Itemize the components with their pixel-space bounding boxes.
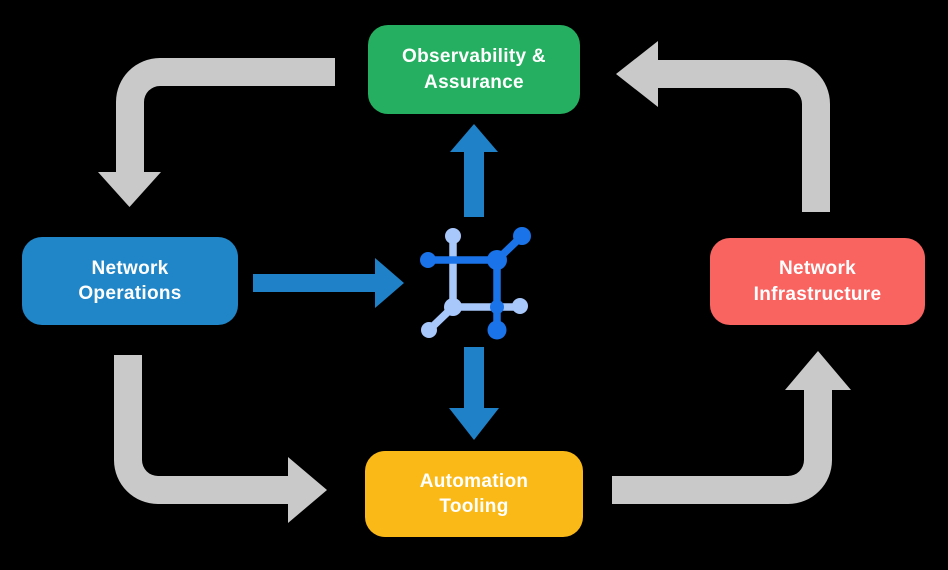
arrow-center-to-automation-tooling: [449, 347, 499, 440]
node-automation-tooling: Automation Tooling: [365, 451, 583, 537]
arrow-network-operations-to-center: [253, 258, 404, 308]
node-network-operations: Network Operations: [22, 237, 238, 325]
arrow-network-infrastructure-to-observability: [616, 41, 830, 212]
node-label-automation-tooling: Automation Tooling: [419, 470, 529, 517]
node-label-network-operations: Network Operations: [78, 257, 182, 304]
network-mesh-icon-dark-node: [513, 227, 531, 245]
arrow-automation-tooling-to-network-infrastructure: [612, 351, 851, 504]
node-network-infrastructure: Network Infrastructure: [710, 238, 925, 325]
node-label-network-infrastructure: Network Infrastructure: [753, 258, 882, 305]
arrow-observability-to-network-operations: [98, 58, 335, 207]
network-mesh-icon-light-node: [445, 228, 461, 244]
network-mesh-icon-dark-node: [420, 252, 436, 268]
arrow-center-to-observability: [450, 124, 498, 217]
node-label-observability-assurance: Observability & Assurance: [402, 46, 546, 93]
network-mesh-icon-dark-node: [487, 320, 507, 340]
network-mesh-icon-light-node: [512, 298, 528, 314]
arrow-network-operations-to-automation-tooling: [114, 355, 327, 523]
network-mesh-icon-dark-junction: [487, 250, 507, 270]
network-mesh-icon-light-junction: [444, 298, 462, 316]
node-observability-assurance: Observability & Assurance: [368, 25, 580, 114]
network-mesh-icon-dark-junction: [490, 300, 504, 314]
network-mesh-icon: [420, 227, 531, 340]
network-mesh-icon-light-node: [421, 322, 437, 338]
